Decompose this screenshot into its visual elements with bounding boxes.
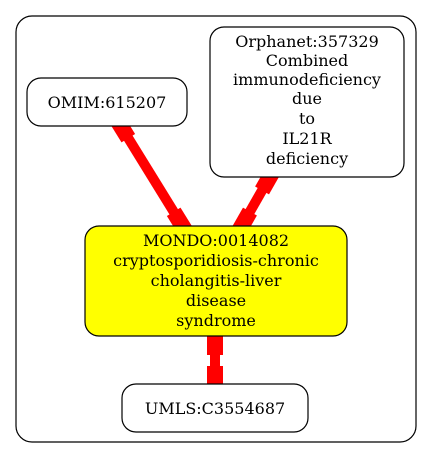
node-orphanet-line-7: deficiency	[266, 149, 348, 168]
node-mondo-line-5: syndrome	[176, 311, 256, 330]
node-mondo-line-1: MONDO:0014082	[143, 231, 289, 250]
node-umls[interactable]: UMLS:C3554687	[121, 383, 309, 433]
node-orphanet-line-1: Orphanet:357329	[235, 32, 379, 51]
node-orphanet-line-3: immunodeficiency	[233, 70, 381, 89]
node-umls-label: UMLS:C3554687	[145, 399, 285, 418]
node-orphanet-box	[209, 26, 405, 178]
edge-omim-to-mondo	[108, 113, 194, 237]
cluster-frame	[15, 15, 417, 443]
edge-mondo-to-umls	[207, 331, 223, 390]
node-omim-label: OMIM:615207	[48, 93, 167, 112]
node-orphanet-line-2: Combined	[266, 51, 348, 70]
node-omim-box	[26, 77, 188, 127]
node-mondo-box	[84, 225, 348, 337]
node-umls-box	[121, 383, 309, 433]
node-mondo-line-2: cryptosporidiosis-chronic	[113, 251, 319, 270]
node-orphanet-line-4: due	[292, 89, 322, 108]
node-mondo[interactable]: MONDO:0014082 cryptosporidiosis-chronic …	[84, 225, 348, 337]
node-mondo-line-3: cholangitis-liver	[151, 271, 282, 290]
node-omim[interactable]: OMIM:615207	[26, 77, 188, 127]
node-orphanet-line-5: to	[299, 109, 315, 128]
node-orphanet[interactable]: Orphanet:357329 Combined immunodeficienc…	[209, 26, 405, 178]
node-mondo-line-4: disease	[186, 291, 246, 310]
node-orphanet-line-6: IL21R	[282, 129, 332, 148]
